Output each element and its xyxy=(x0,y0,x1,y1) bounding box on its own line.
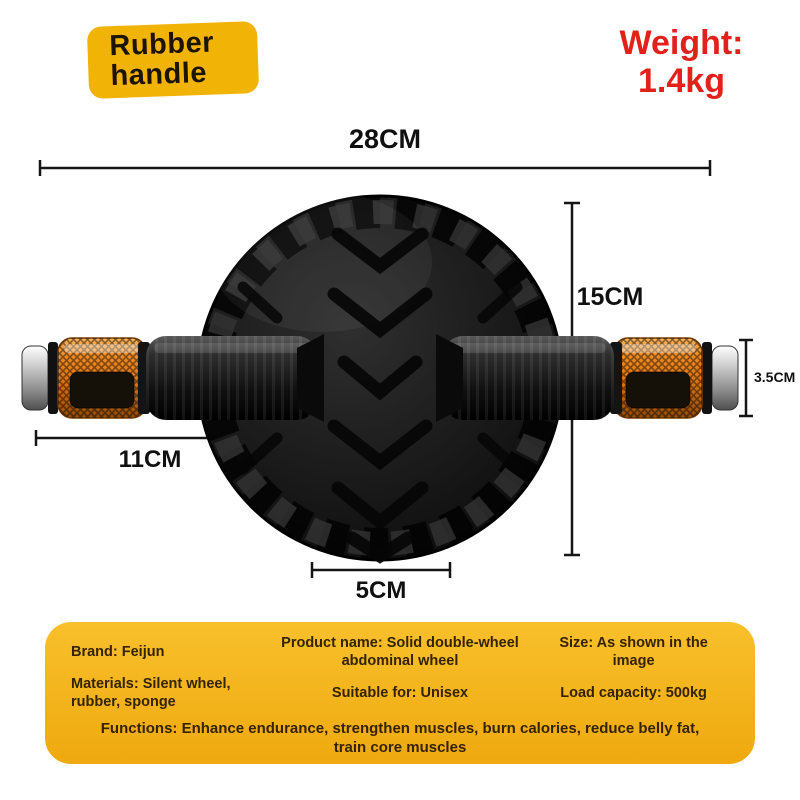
spec-brand: Brand: Feijun xyxy=(71,643,165,660)
spec-row-2: Materials: Silent wheel, rubber, sponge … xyxy=(71,676,729,711)
spec-load-capacity: Load capacity: 500kg xyxy=(560,685,707,702)
dim-label-handle-diameter: 3.5CM xyxy=(754,369,796,385)
tire-tread-chevrons xyxy=(327,227,433,564)
dim-label-handle-length: 11CM xyxy=(118,446,182,473)
spec-product-name: Product name: Solid double-wheel abdomin… xyxy=(281,635,519,669)
spec-row-1: Brand: Feijun Product name: Solid double… xyxy=(71,635,729,670)
weight-block: Weight: 1.4kg xyxy=(589,24,774,100)
dim-label-overall-width: 28CM xyxy=(348,124,422,154)
left-handle xyxy=(21,334,324,422)
dim-label-wheel-diameter: 15CM xyxy=(576,283,644,311)
weight-label: Weight: xyxy=(619,24,744,62)
dim-line-overall-width xyxy=(38,160,712,176)
spec-size: Size: As shown in the image xyxy=(559,635,708,669)
spec-functions: Functions: Enhance endurance, strengthen… xyxy=(100,719,700,756)
dim-line-handle-diameter xyxy=(739,338,753,418)
dim-line-wheel-width xyxy=(310,562,452,578)
spec-suitable-for: Suitable for: Unisex xyxy=(331,685,469,702)
weight-value: 1.4kg xyxy=(638,62,725,101)
dim-label-wheel-width: 5CM xyxy=(355,577,407,604)
spec-panel: Brand: Feijun Product name: Solid double… xyxy=(45,622,755,764)
spec-materials: Materials: Silent wheel, rubber, sponge xyxy=(71,676,231,711)
right-handle xyxy=(435,333,739,423)
